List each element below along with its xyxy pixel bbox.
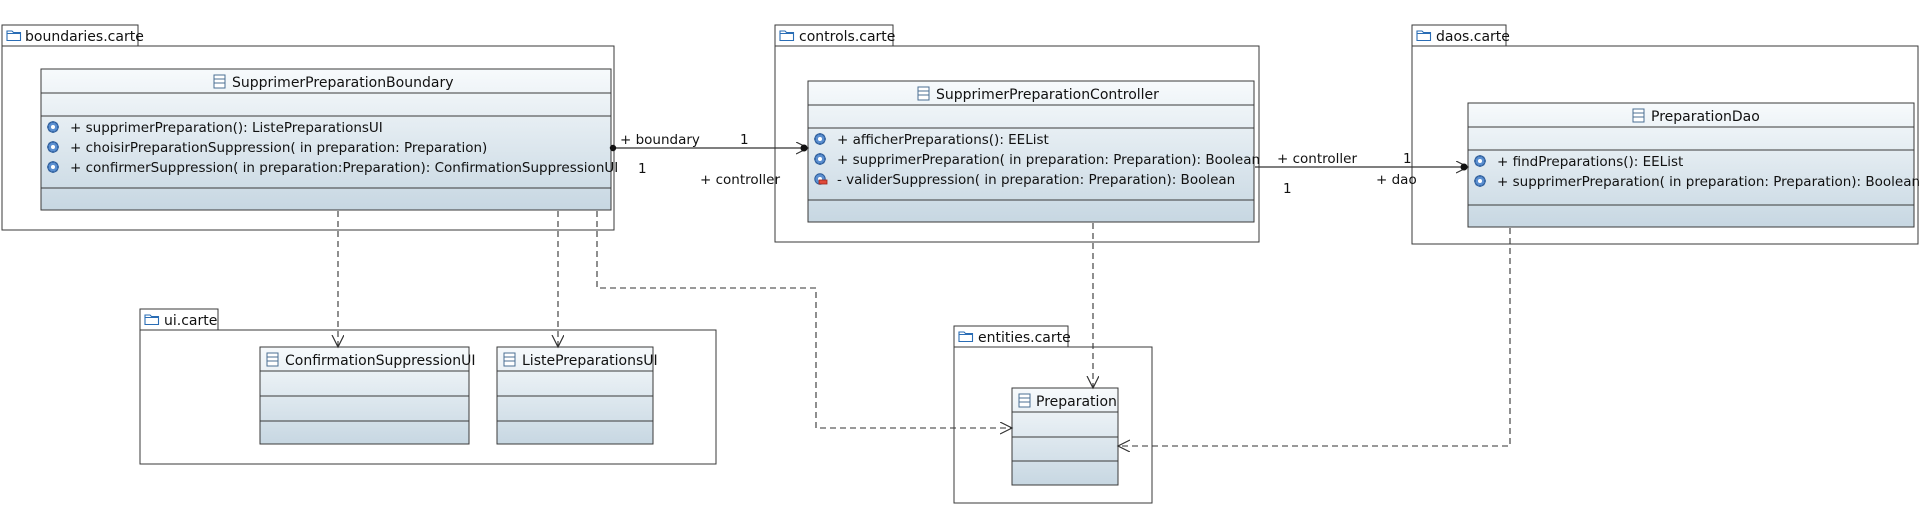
package-name: boundaries.carte (25, 29, 144, 45)
class-icon (1018, 393, 1031, 408)
class-name: SupprimerPreparationController (936, 87, 1159, 103)
public-operation-icon (46, 160, 60, 174)
association-role: + controller (700, 172, 780, 188)
class-liste-preparations-ui[interactable]: ListePreparationsUI (496, 346, 658, 445)
folder-icon (958, 331, 974, 343)
class-icon (503, 352, 516, 367)
folder-icon (779, 30, 795, 42)
folder-icon (144, 314, 160, 326)
class-supprimer-preparation-controller[interactable]: SupprimerPreparationController + affiche… (807, 80, 1260, 223)
public-operation-icon (46, 140, 60, 154)
public-operation-icon (1473, 174, 1487, 188)
operation: + supprimerPreparation( in preparation: … (837, 152, 1260, 168)
class-name: Preparation (1036, 394, 1117, 410)
operation: + confirmerSuppression( in preparation:P… (70, 160, 618, 176)
class-icon (266, 352, 279, 367)
association-multiplicity: 1 (740, 132, 749, 148)
class-icon (917, 86, 930, 101)
class-name: PreparationDao (1651, 109, 1760, 125)
class-supprimer-preparation-boundary[interactable]: SupprimerPreparationBoundary + supprimer… (40, 68, 618, 211)
association-role: + boundary (620, 132, 700, 148)
package-name: ui.carte (164, 313, 217, 329)
association-boundary-controller[interactable]: + boundary 1 1 + controller (613, 132, 808, 188)
class-confirmation-suppression-ui[interactable]: ConfirmationSuppressionUI (259, 346, 475, 445)
association-role: + controller (1277, 151, 1357, 167)
package-name: entities.carte (978, 330, 1071, 346)
operation: + findPreparations(): EEList (1497, 154, 1683, 170)
association-multiplicity: 1 (638, 161, 647, 177)
class-preparation[interactable]: Preparation (1011, 387, 1119, 486)
folder-icon (6, 30, 22, 42)
class-preparation-dao[interactable]: PreparationDao + findPreparations(): EEL… (1467, 102, 1920, 228)
ownership-dot (800, 144, 808, 152)
ownership-dot (1460, 163, 1468, 171)
dependency-boundary-preparation[interactable] (596, 211, 1012, 428)
public-operation-icon (1473, 154, 1487, 168)
association-controller-dao[interactable]: + controller 1 1 + dao (1255, 151, 1468, 197)
association-role: + dao (1376, 172, 1417, 188)
operation: + choisirPreparationSuppression( in prep… (70, 140, 487, 156)
operation: + supprimerPreparation(): ListePreparati… (70, 120, 383, 136)
class-icon (213, 74, 226, 89)
public-operation-icon (46, 120, 60, 134)
class-name: ConfirmationSuppressionUI (285, 353, 475, 369)
operation: + afficherPreparations(): EEList (837, 132, 1049, 148)
package-name: controls.carte (799, 29, 895, 45)
operation: + supprimerPreparation( in preparation: … (1497, 174, 1920, 190)
association-multiplicity: 1 (1403, 151, 1412, 167)
class-name: ListePreparationsUI (522, 353, 658, 369)
folder-icon (1416, 30, 1432, 42)
class-box (1467, 102, 1915, 228)
class-icon (1632, 108, 1645, 123)
dependency-dao-preparation[interactable] (1118, 228, 1511, 446)
package-name: daos.carte (1436, 29, 1510, 45)
association-multiplicity: 1 (1283, 181, 1292, 197)
class-name: SupprimerPreparationBoundary (232, 75, 453, 91)
operation: - validerSuppression( in preparation: Pr… (837, 172, 1235, 188)
